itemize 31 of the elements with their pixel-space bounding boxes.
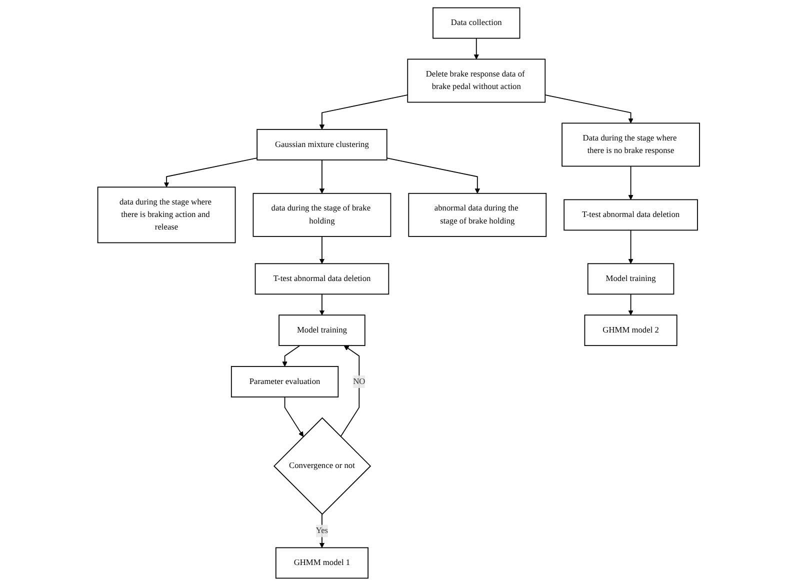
node-box: abnormal data during the stage of brake holding bbox=[408, 192, 547, 237]
node-box: Model training bbox=[278, 314, 366, 346]
node-diamond: Convergence or not bbox=[274, 417, 372, 515]
node-box: GHMM model 2 bbox=[584, 314, 678, 346]
arrow bbox=[386, 158, 480, 194]
arrow bbox=[320, 159, 325, 194]
arrow bbox=[320, 236, 325, 264]
arrow bbox=[628, 230, 634, 264]
node-box: Data collection bbox=[432, 7, 521, 39]
node-box: data during the stage of brake holding bbox=[253, 192, 392, 237]
arrow bbox=[474, 38, 480, 60]
node-box: Parameter evaluation bbox=[231, 366, 339, 398]
arrow bbox=[628, 166, 634, 200]
arrow bbox=[545, 94, 634, 124]
node-box: GHMM model 1 bbox=[276, 547, 369, 579]
arrow bbox=[282, 345, 301, 367]
node-box: Model training bbox=[588, 263, 674, 295]
arrow bbox=[340, 345, 360, 438]
node-box: data during the stage where there is braking action and release bbox=[98, 186, 236, 244]
edge-label: Yes bbox=[316, 526, 328, 536]
arrow bbox=[320, 94, 408, 130]
arrow bbox=[628, 294, 634, 316]
arrow bbox=[284, 396, 304, 437]
arrow bbox=[164, 158, 258, 188]
node-box: T-test abnormal data deletion bbox=[255, 263, 390, 295]
node-box: T-test abnormal data deletion bbox=[564, 199, 698, 231]
node-box: Delete brake response data of brake pedal without action bbox=[408, 58, 546, 103]
edge-label: NO bbox=[353, 377, 366, 386]
node-box: Data during the stage where there is no brake response bbox=[562, 122, 700, 167]
node-box: Gaussian mixture clustering bbox=[256, 129, 388, 160]
arrow bbox=[320, 294, 325, 316]
